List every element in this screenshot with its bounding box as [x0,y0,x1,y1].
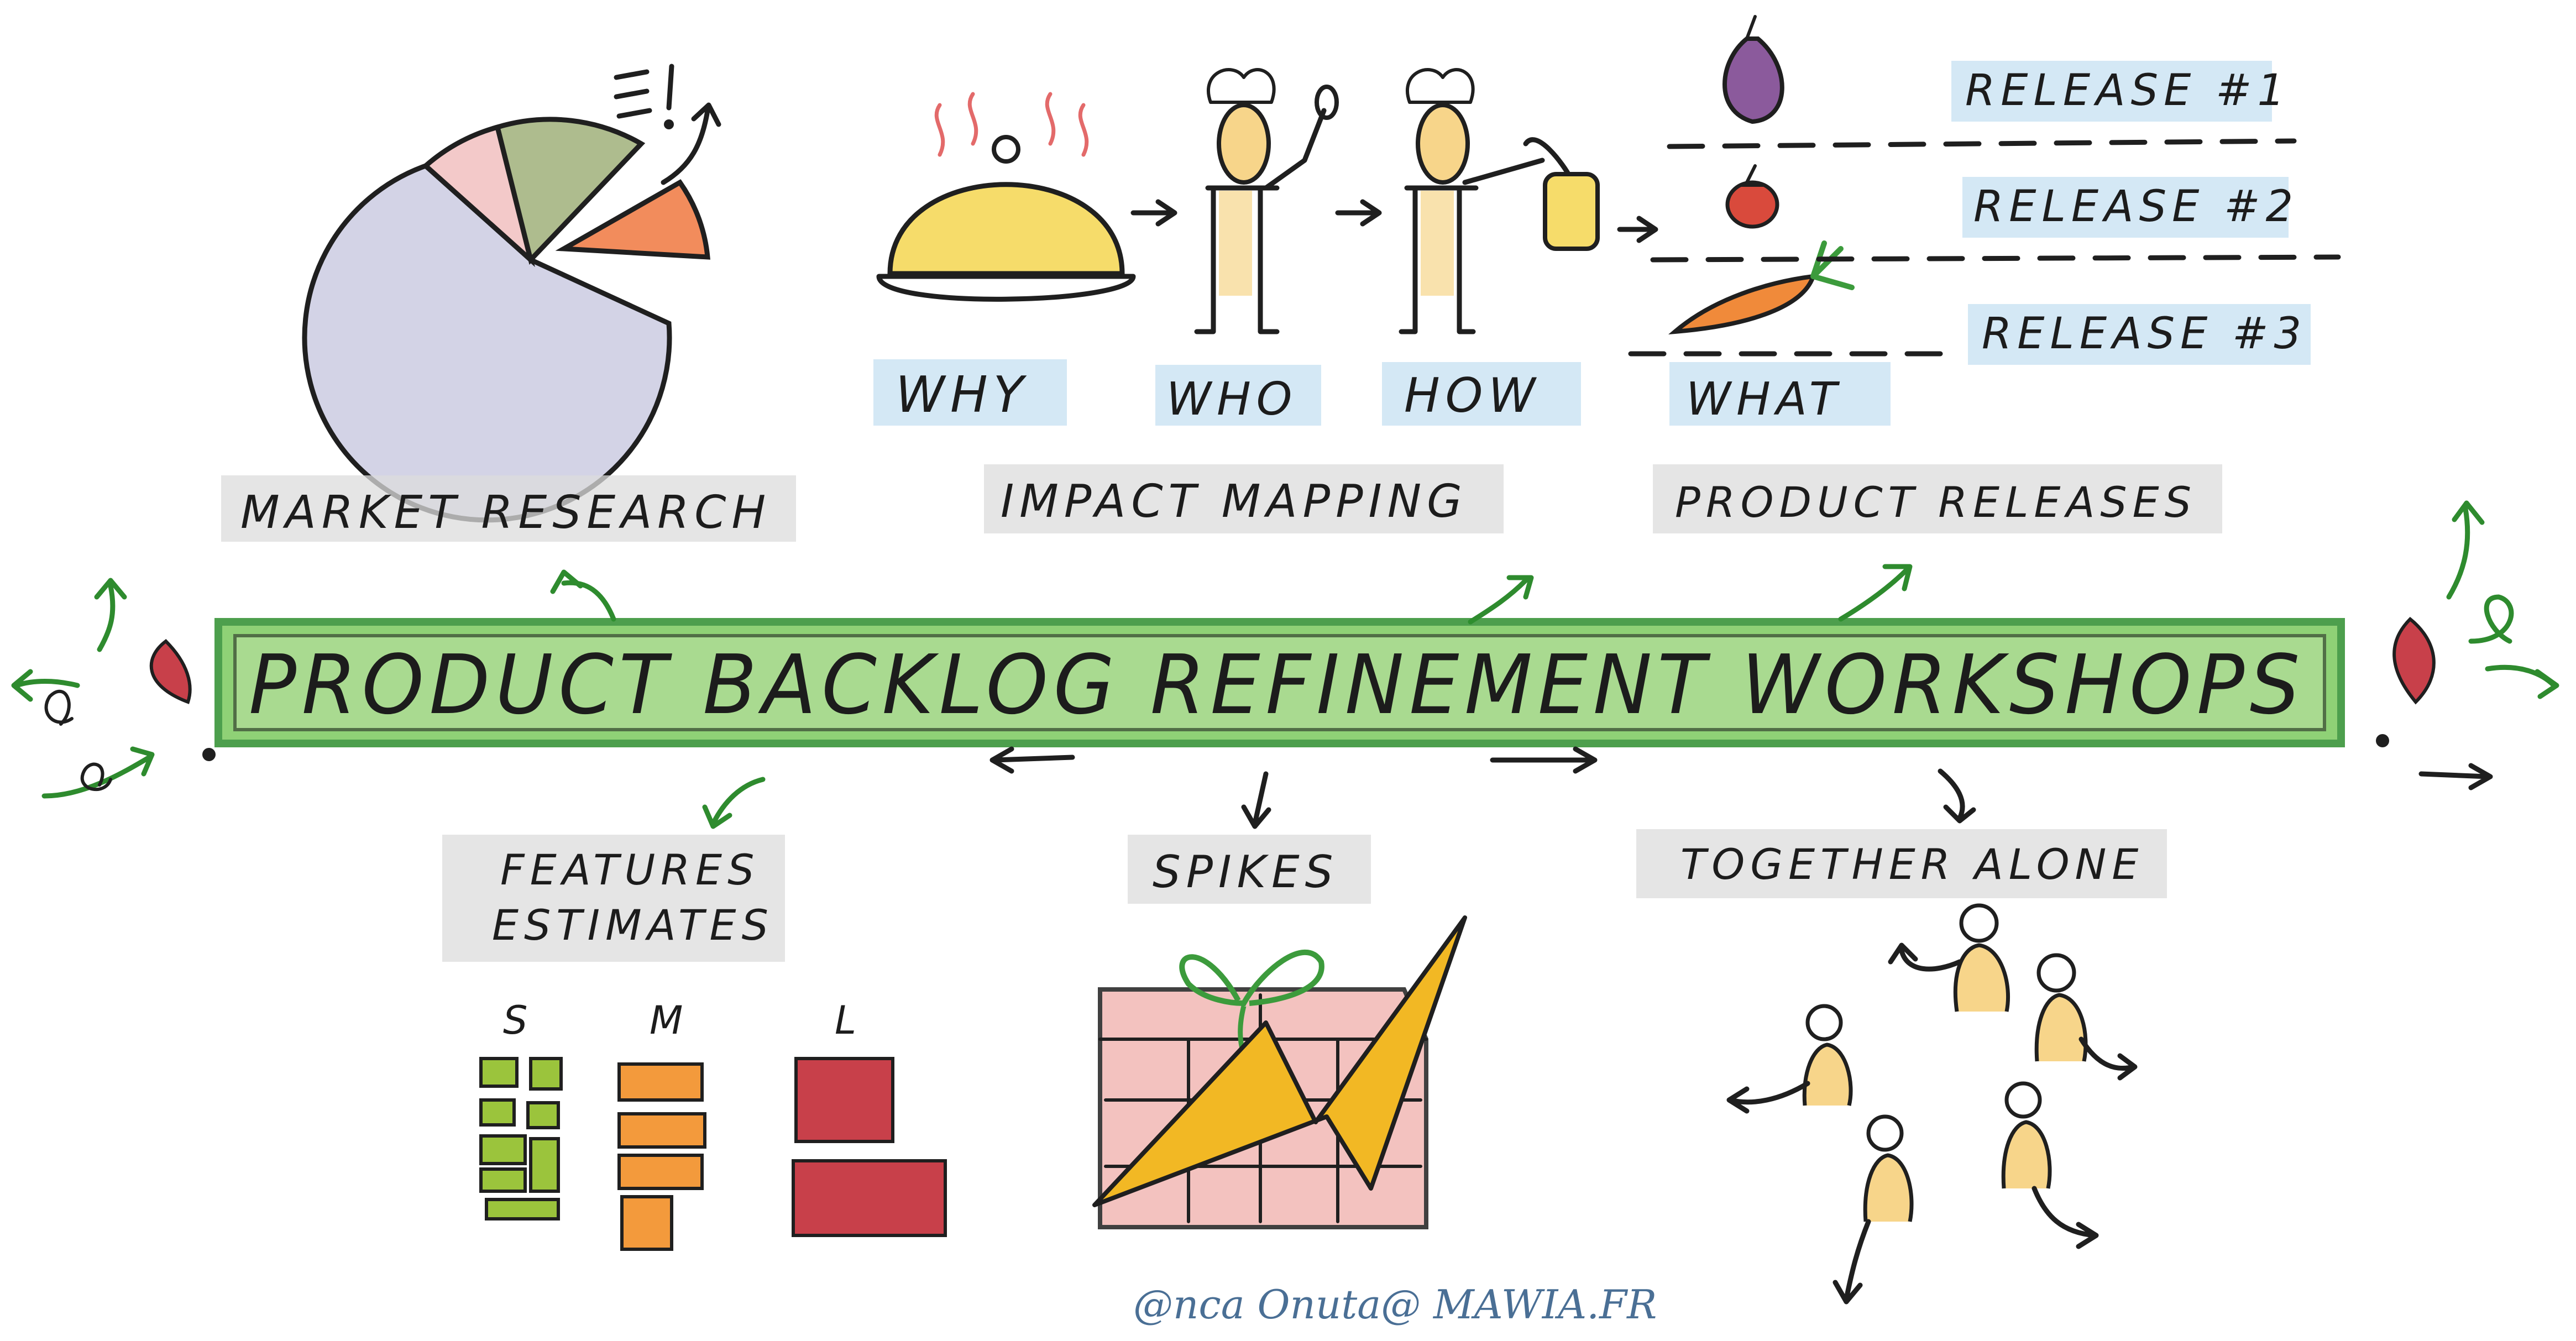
exclamation-right [2376,616,2436,747]
arrow-icon [2418,763,2493,790]
topic-spikes: SPIKES [1153,846,1338,898]
person-icon [2034,953,2138,1081]
arrow-icon [1468,575,1534,625]
release-3-label: RELEASE #3 [1982,309,2307,359]
tomato-icon [1725,164,1779,229]
release-2-label: RELEASE #2 [1973,182,2298,232]
arrow-icon [1617,216,1658,243]
medium-estimate-blocks [617,1062,706,1251]
arrow-icon [550,569,616,622]
impact-step-who: WHO [1166,373,1297,426]
cloche-icon [876,92,1136,302]
arrow-icon [1335,199,1382,227]
chef-icon [1399,68,1545,334]
artist-credit: @nca Onuta@ MAWIA.FR [1133,1281,1657,1328]
release-1-label: RELEASE #1 [1965,66,2290,116]
size-s-label: S [503,998,533,1043]
person-icon [2001,1081,2099,1249]
large-estimate-blocks [792,1057,947,1237]
arrow-icon [1938,768,1976,824]
banner-title: PRODUCT BACKLOG REFINEMENT WORKSHOPS [249,637,2305,732]
topic-market-research: MARKET RESEARCH [240,486,771,539]
arrow-icon [1130,199,1177,227]
arrow-icon [2485,664,2559,699]
exclamation-left [149,639,216,761]
pot-icon [1523,137,1600,251]
size-l-label: L [835,998,862,1043]
person-icon [1726,1004,1853,1114]
arrow-icon [989,746,1075,774]
pie-chart-icon [302,64,721,523]
topic-estimates: ESTIMATES [492,900,774,950]
small-estimate-blocks [479,1057,563,1220]
arrow-icon [1490,746,1598,774]
arrow-icon [94,578,127,652]
arrow-icon [2468,594,2514,644]
lightning-icon [1092,915,1467,1207]
arrow-icon [11,669,80,702]
title-banner: PRODUCT BACKLOG REFINEMENT WORKSHOPS [214,618,2345,747]
person-icon [1888,903,2010,1012]
topic-together-alone: TOGETHER ALONE [1680,840,2144,889]
arrow-icon [1241,771,1271,829]
topic-impact-mapping: IMPACT MAPPING [1001,475,1468,528]
carrot-icon [1668,240,1855,335]
arrow-icon [702,777,766,829]
onion-icon [1722,15,1784,124]
person-icon [1832,1114,1914,1305]
chef-icon [1194,68,1339,334]
impact-step-what: WHAT [1686,373,1842,426]
exclamation-icon [614,64,674,129]
topic-product-releases: PRODUCT RELEASES [1675,478,2197,527]
arrow-icon [1838,564,1913,622]
topic-features: FEATURES [500,845,760,894]
impact-step-how: HOW [1404,368,1541,423]
impact-step-why: WHY [896,366,1029,424]
arrow-icon [2446,500,2485,600]
size-m-label: M [650,998,688,1043]
